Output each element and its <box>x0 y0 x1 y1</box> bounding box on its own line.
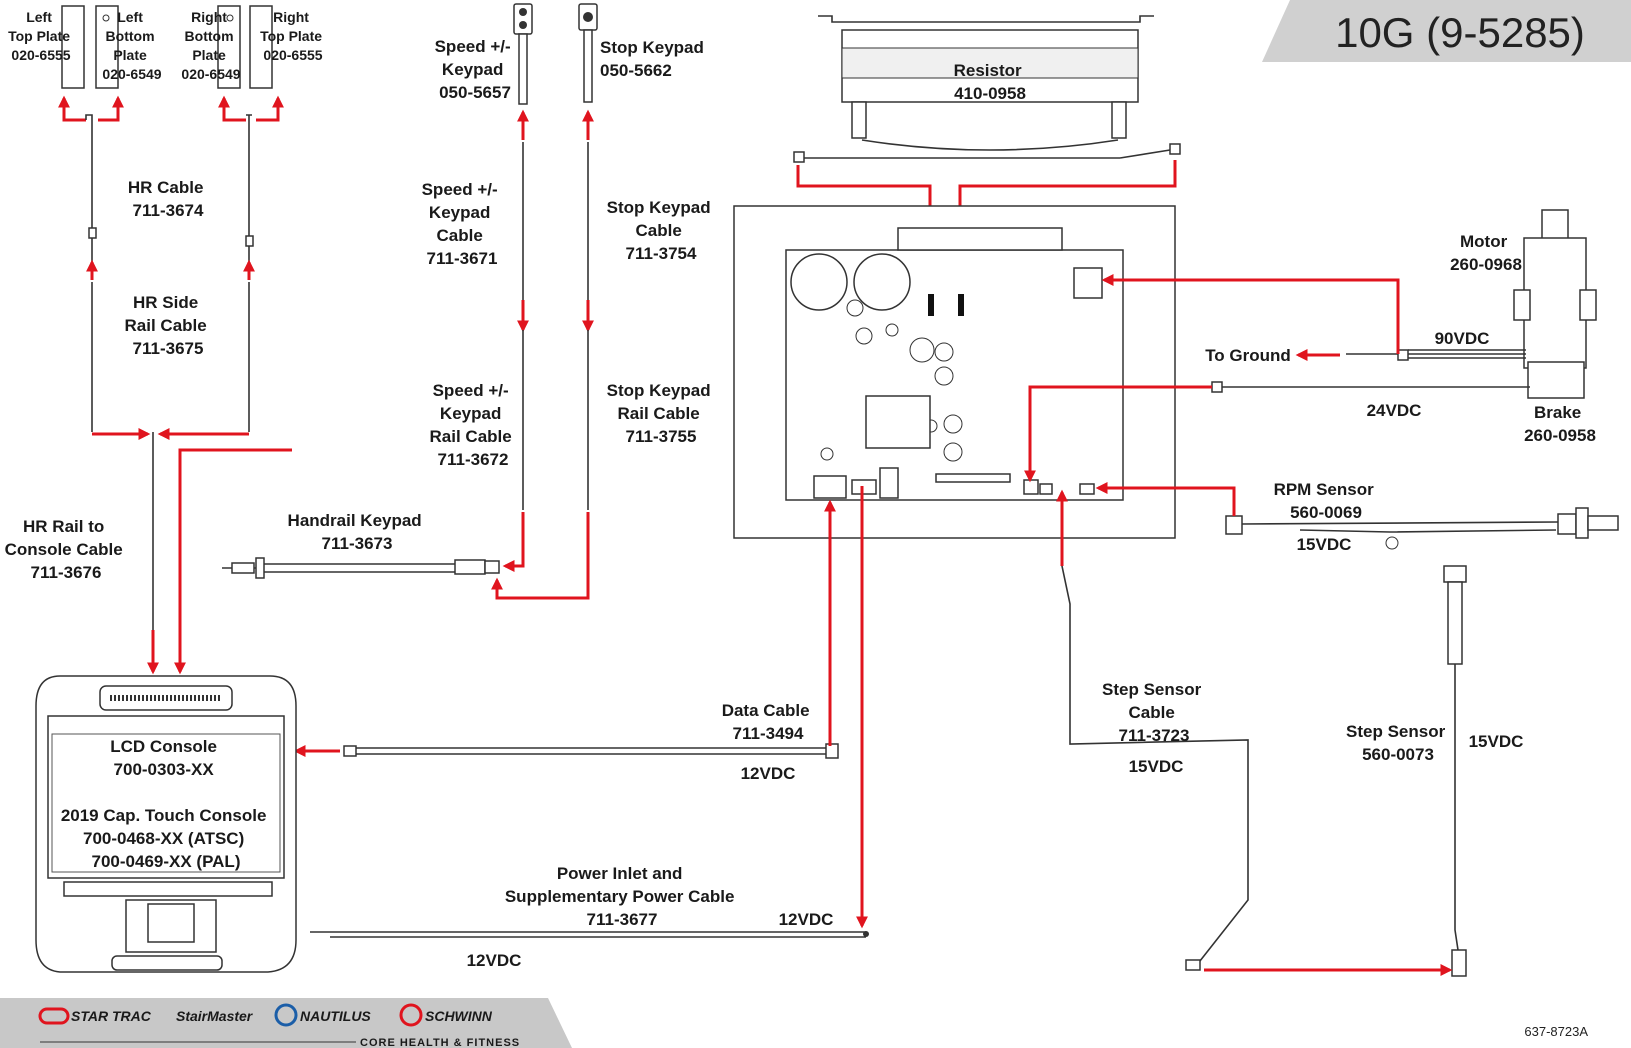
star-trac-logo: STAR TRAC <box>38 1007 152 1025</box>
stairmaster-logo: StairMaster <box>176 1008 254 1024</box>
motor <box>1513 209 1597 399</box>
rpm-sensor <box>1225 507 1619 550</box>
hr-cable-label: HR Cable 711-3674 <box>128 178 208 220</box>
brand-footer: STAR TRAC StairMaster NAUTILUS SCHWINN C… <box>0 998 572 1048</box>
right-top-plate <box>249 5 273 89</box>
step-cable-voltage-label: 15VDC <box>1129 757 1184 776</box>
brake-voltage-label: 24VDC <box>1367 401 1422 420</box>
power-voltage-right-label: 12VDC <box>779 910 834 929</box>
right-top-plate-label: Right Top Plate 020-6555 <box>260 9 326 63</box>
model-title-tab: 10G (9-5285) <box>1262 0 1631 62</box>
speed-keypad-cable-label: Speed +/- Keypad Cable 711-3671 <box>422 180 503 268</box>
resistor-label: Resistor 410-0958 <box>954 61 1027 103</box>
power-inlet-label: Power Inlet and Supplementary Power Cabl… <box>505 864 739 929</box>
power-inlet-cable <box>310 931 869 938</box>
handrail-keypad-cable <box>222 557 500 579</box>
right-bottom-plate-label: Right Bottom Plate 020-6549 <box>181 9 240 82</box>
data-cable-label: Data Cable 711-3494 <box>722 701 815 743</box>
left-top-plate <box>61 5 85 89</box>
power-voltage-bottom-label: 12VDC <box>467 951 522 970</box>
svg-text:SCHWINN: SCHWINN <box>425 1008 493 1024</box>
speed-keypad <box>513 3 533 105</box>
to-ground-label: To Ground <box>1205 346 1291 365</box>
data-cable-voltage-label: 12VDC <box>741 764 796 783</box>
brake-label: Brake 260-0958 <box>1524 403 1596 445</box>
right-bottom-plate <box>217 5 241 89</box>
motor-voltage-label: 90VDC <box>1435 329 1490 348</box>
stop-keypad-rail-label: Stop Keypad Rail Cable 711-3755 <box>607 381 716 446</box>
svg-text:STAR TRAC: STAR TRAC <box>71 1008 152 1024</box>
step-sensor-voltage-label: 15VDC <box>1469 732 1524 751</box>
motor-label: Motor 260-0968 <box>1450 232 1522 274</box>
hr-side-rail-label: HR Side Rail Cable 711-3675 <box>125 293 212 358</box>
rpm-sensor-label: RPM Sensor 560-0069 <box>1274 480 1379 522</box>
svg-text:NAUTILUS: NAUTILUS <box>300 1008 371 1024</box>
stop-keypad-cable-label: Stop Keypad Cable 711-3754 <box>607 198 716 263</box>
corporate-name: CORE HEALTH & FITNESS <box>360 1037 520 1048</box>
resistor <box>793 15 1181 163</box>
left-bottom-plate <box>95 5 119 89</box>
schwinn-logo: SCHWINN <box>399 1003 493 1027</box>
model-title: 10G (9-5285) <box>1335 9 1585 56</box>
document-code: 637-8723A <box>1524 1024 1588 1039</box>
hr-rail-console-label: HR Rail to Console Cable 711-3676 <box>5 517 128 582</box>
speed-keypad-rail-label: Speed +/- Keypad Rail Cable 711-3672 <box>430 381 517 469</box>
stop-keypad <box>578 3 598 103</box>
lcd-console-label: LCD Console 700-0303-XX 2019 Cap. Touch … <box>61 737 271 871</box>
hr-plates <box>61 5 273 89</box>
step-sensor-cable-label: Step Sensor Cable 711-3723 <box>1102 680 1206 745</box>
data-cable <box>343 743 839 759</box>
handrail-keypad-label: Handrail Keypad 711-3673 <box>288 511 427 553</box>
speed-keypad-label: Speed +/- Keypad 050-5657 <box>435 37 516 102</box>
step-sensor-label: Step Sensor 560-0073 <box>1346 722 1450 764</box>
rpm-voltage-label: 15VDC <box>1297 535 1352 554</box>
lcd-console <box>35 675 297 973</box>
stop-keypad-label: Stop Keypad 050-5662 <box>600 38 709 80</box>
left-top-plate-label: Left Top Plate 020-6555 <box>8 9 74 63</box>
nautilus-logo: NAUTILUS <box>274 1003 371 1027</box>
step-sensor <box>1443 565 1467 977</box>
left-bottom-plate-label: Left Bottom Plate 020-6549 <box>102 9 161 82</box>
